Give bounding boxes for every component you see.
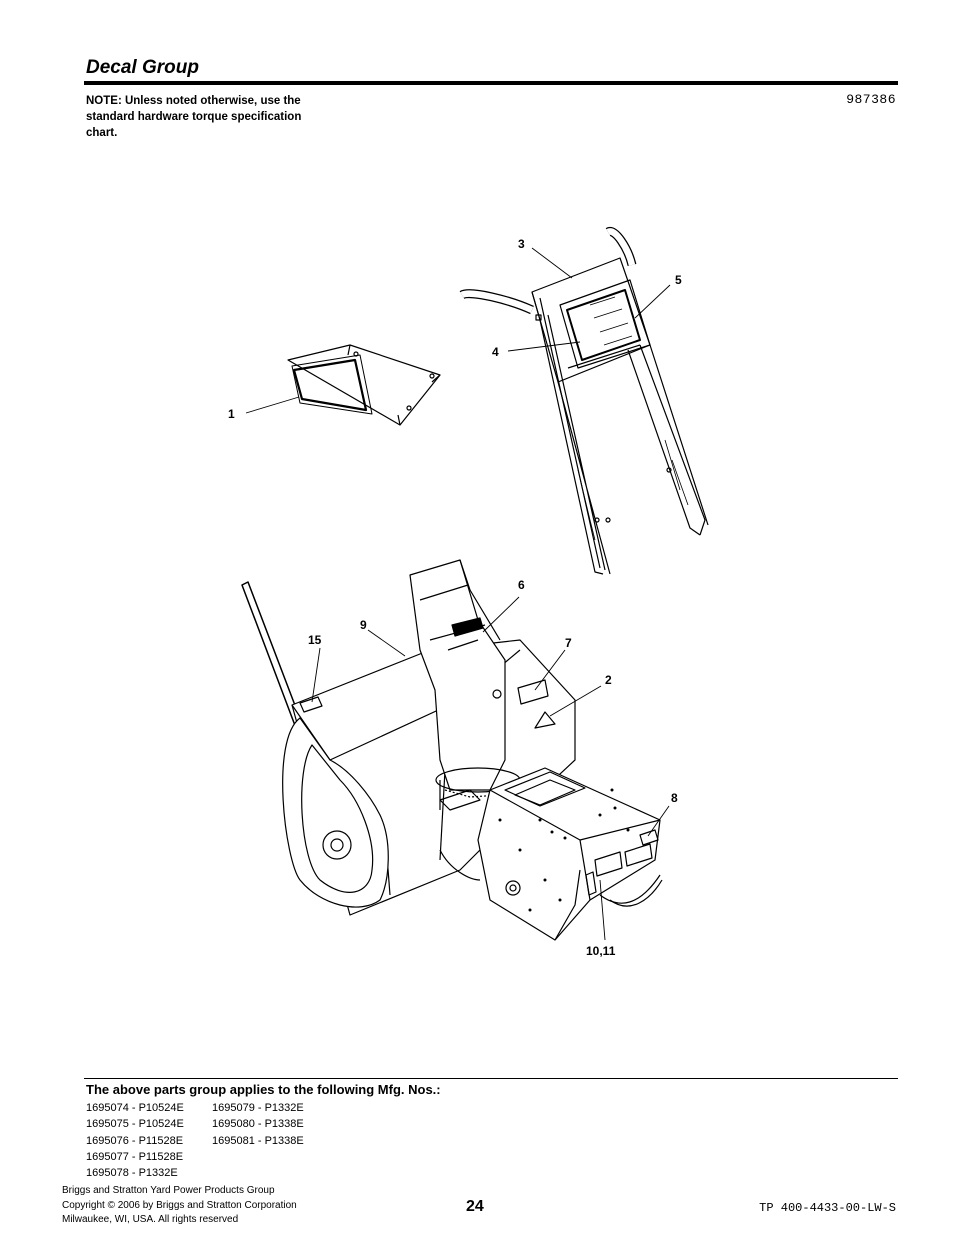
cover-panel xyxy=(287,344,441,426)
mfg-item: 1695075 - P10524E xyxy=(86,1118,184,1131)
applies-rule xyxy=(84,1078,898,1079)
callout-7: 7 xyxy=(565,636,572,650)
callout-5: 5 xyxy=(675,273,682,287)
callout-15: 15 xyxy=(308,633,322,647)
mfg-item: 1695076 - P11528E xyxy=(86,1134,184,1147)
document-code: TP 400-4433-00-LW-S xyxy=(759,1201,896,1215)
snowthrower-assembly xyxy=(241,559,576,916)
header-rule xyxy=(84,81,898,85)
callout-3: 3 xyxy=(518,237,525,251)
callout-10-11: 10,11 xyxy=(586,944,616,958)
callout-9: 9 xyxy=(360,618,367,632)
drawing-number: 987386 xyxy=(846,92,896,107)
footer-company: Briggs and Stratton Yard Power Products … xyxy=(62,1185,275,1196)
footer-copyright: Copyright © 2006 by Briggs and Stratton … xyxy=(62,1199,297,1211)
handle-console xyxy=(459,227,709,575)
mfg-item: 1695077 - P11528E xyxy=(86,1150,184,1163)
callout-2: 2 xyxy=(605,673,612,687)
torque-note: NOTE: Unless noted otherwise, use the st… xyxy=(86,95,302,139)
mfg-item: 1695080 - P1338E xyxy=(212,1118,304,1131)
callout-8: 8 xyxy=(671,791,678,805)
page-title: Decal Group xyxy=(86,57,199,78)
footer-copyright-block: Briggs and Stratton Yard Power Products … xyxy=(62,1184,297,1228)
callout-1: 1 xyxy=(228,407,235,421)
mfg-item: 1695079 - P1332E xyxy=(212,1102,304,1114)
callout-6: 6 xyxy=(518,578,525,592)
mfg-list-col-2: 1695079 - P1332E 1695080 - P1338E 169508… xyxy=(212,1100,304,1149)
leader-lines xyxy=(245,247,671,941)
footer-location: Milwaukee, WI, USA. All rights reserved xyxy=(62,1214,239,1225)
callout-4: 4 xyxy=(492,345,499,359)
mfg-item: 1695081 - P1338E xyxy=(212,1134,304,1147)
mfg-item: 1695074 - P10524E xyxy=(86,1102,184,1114)
frame-box xyxy=(477,767,663,941)
page-number: 24 xyxy=(466,1198,484,1215)
applies-heading: The above parts group applies to the fol… xyxy=(86,1082,441,1097)
mfg-item: 1695078 - P1332E xyxy=(86,1167,178,1180)
mfg-list-col-1: 1695074 - P10524E 1695075 - P10524E 1695… xyxy=(86,1100,184,1181)
